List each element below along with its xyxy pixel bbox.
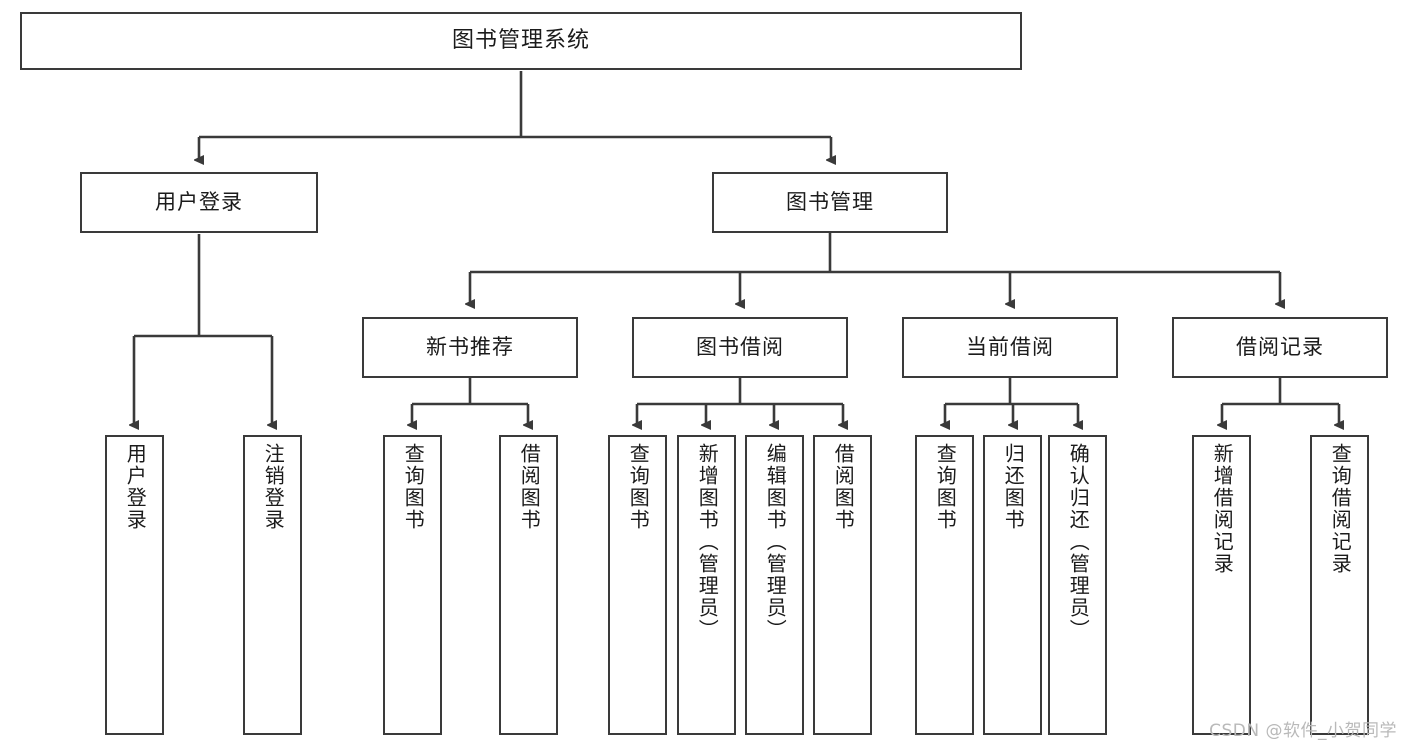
- node-label: 当前借阅: [966, 334, 1054, 359]
- leaf-return-book[interactable]: 归还图书: [983, 435, 1042, 735]
- node-label: 查询图书: [933, 443, 958, 531]
- node-label: 编辑图书（管理员）: [763, 443, 788, 641]
- leaf-edit-book[interactable]: 编辑图书（管理员）: [745, 435, 804, 735]
- node-label: 注销登录: [261, 443, 286, 531]
- leaf-add-book[interactable]: 新增图书（管理员）: [677, 435, 736, 735]
- leaf-borrow-book-1[interactable]: 借阅图书: [499, 435, 558, 735]
- watermark-text: CSDN @软件_小贺同学: [1209, 721, 1397, 741]
- node-label: 确认归还（管理员）: [1066, 443, 1091, 641]
- node-label: 新增借阅记录: [1210, 443, 1235, 575]
- node-label: 借阅图书: [831, 443, 856, 531]
- node-label: 新增图书（管理员）: [695, 443, 720, 641]
- leaf-add-record[interactable]: 新增借阅记录: [1192, 435, 1251, 735]
- node-book-borrow[interactable]: 图书借阅: [632, 317, 848, 378]
- node-label: 借阅图书: [517, 443, 542, 531]
- node-label: 借阅记录: [1236, 334, 1324, 359]
- leaf-confirm-return[interactable]: 确认归还（管理员）: [1048, 435, 1107, 735]
- node-label: 图书管理系统: [451, 27, 590, 53]
- node-user-login[interactable]: 用户登录: [80, 172, 318, 233]
- leaf-user-login[interactable]: 用户登录: [105, 435, 164, 735]
- node-borrow-record[interactable]: 借阅记录: [1172, 317, 1388, 378]
- leaf-query-book-3[interactable]: 查询图书: [915, 435, 974, 735]
- node-label: 新书推荐: [426, 334, 514, 359]
- node-book-manage[interactable]: 图书管理: [712, 172, 948, 233]
- node-label: 查询借阅记录: [1328, 443, 1353, 575]
- node-label: 查询图书: [626, 443, 651, 531]
- leaf-logout[interactable]: 注销登录: [243, 435, 302, 735]
- node-label: 查询图书: [401, 443, 426, 531]
- leaf-query-book-2[interactable]: 查询图书: [608, 435, 667, 735]
- node-new-book-rec[interactable]: 新书推荐: [362, 317, 578, 378]
- node-label: 图书借阅: [696, 334, 784, 359]
- node-label: 归还图书: [1001, 443, 1026, 531]
- leaf-query-record[interactable]: 查询借阅记录: [1310, 435, 1369, 735]
- node-current-borrow[interactable]: 当前借阅: [902, 317, 1118, 378]
- leaf-query-book-1[interactable]: 查询图书: [383, 435, 442, 735]
- leaf-borrow-book-2[interactable]: 借阅图书: [813, 435, 872, 735]
- node-label: 用户登录: [155, 189, 243, 214]
- node-label: 用户登录: [123, 443, 148, 531]
- node-label: 图书管理: [786, 189, 874, 214]
- node-root-system[interactable]: 图书管理系统: [20, 12, 1022, 70]
